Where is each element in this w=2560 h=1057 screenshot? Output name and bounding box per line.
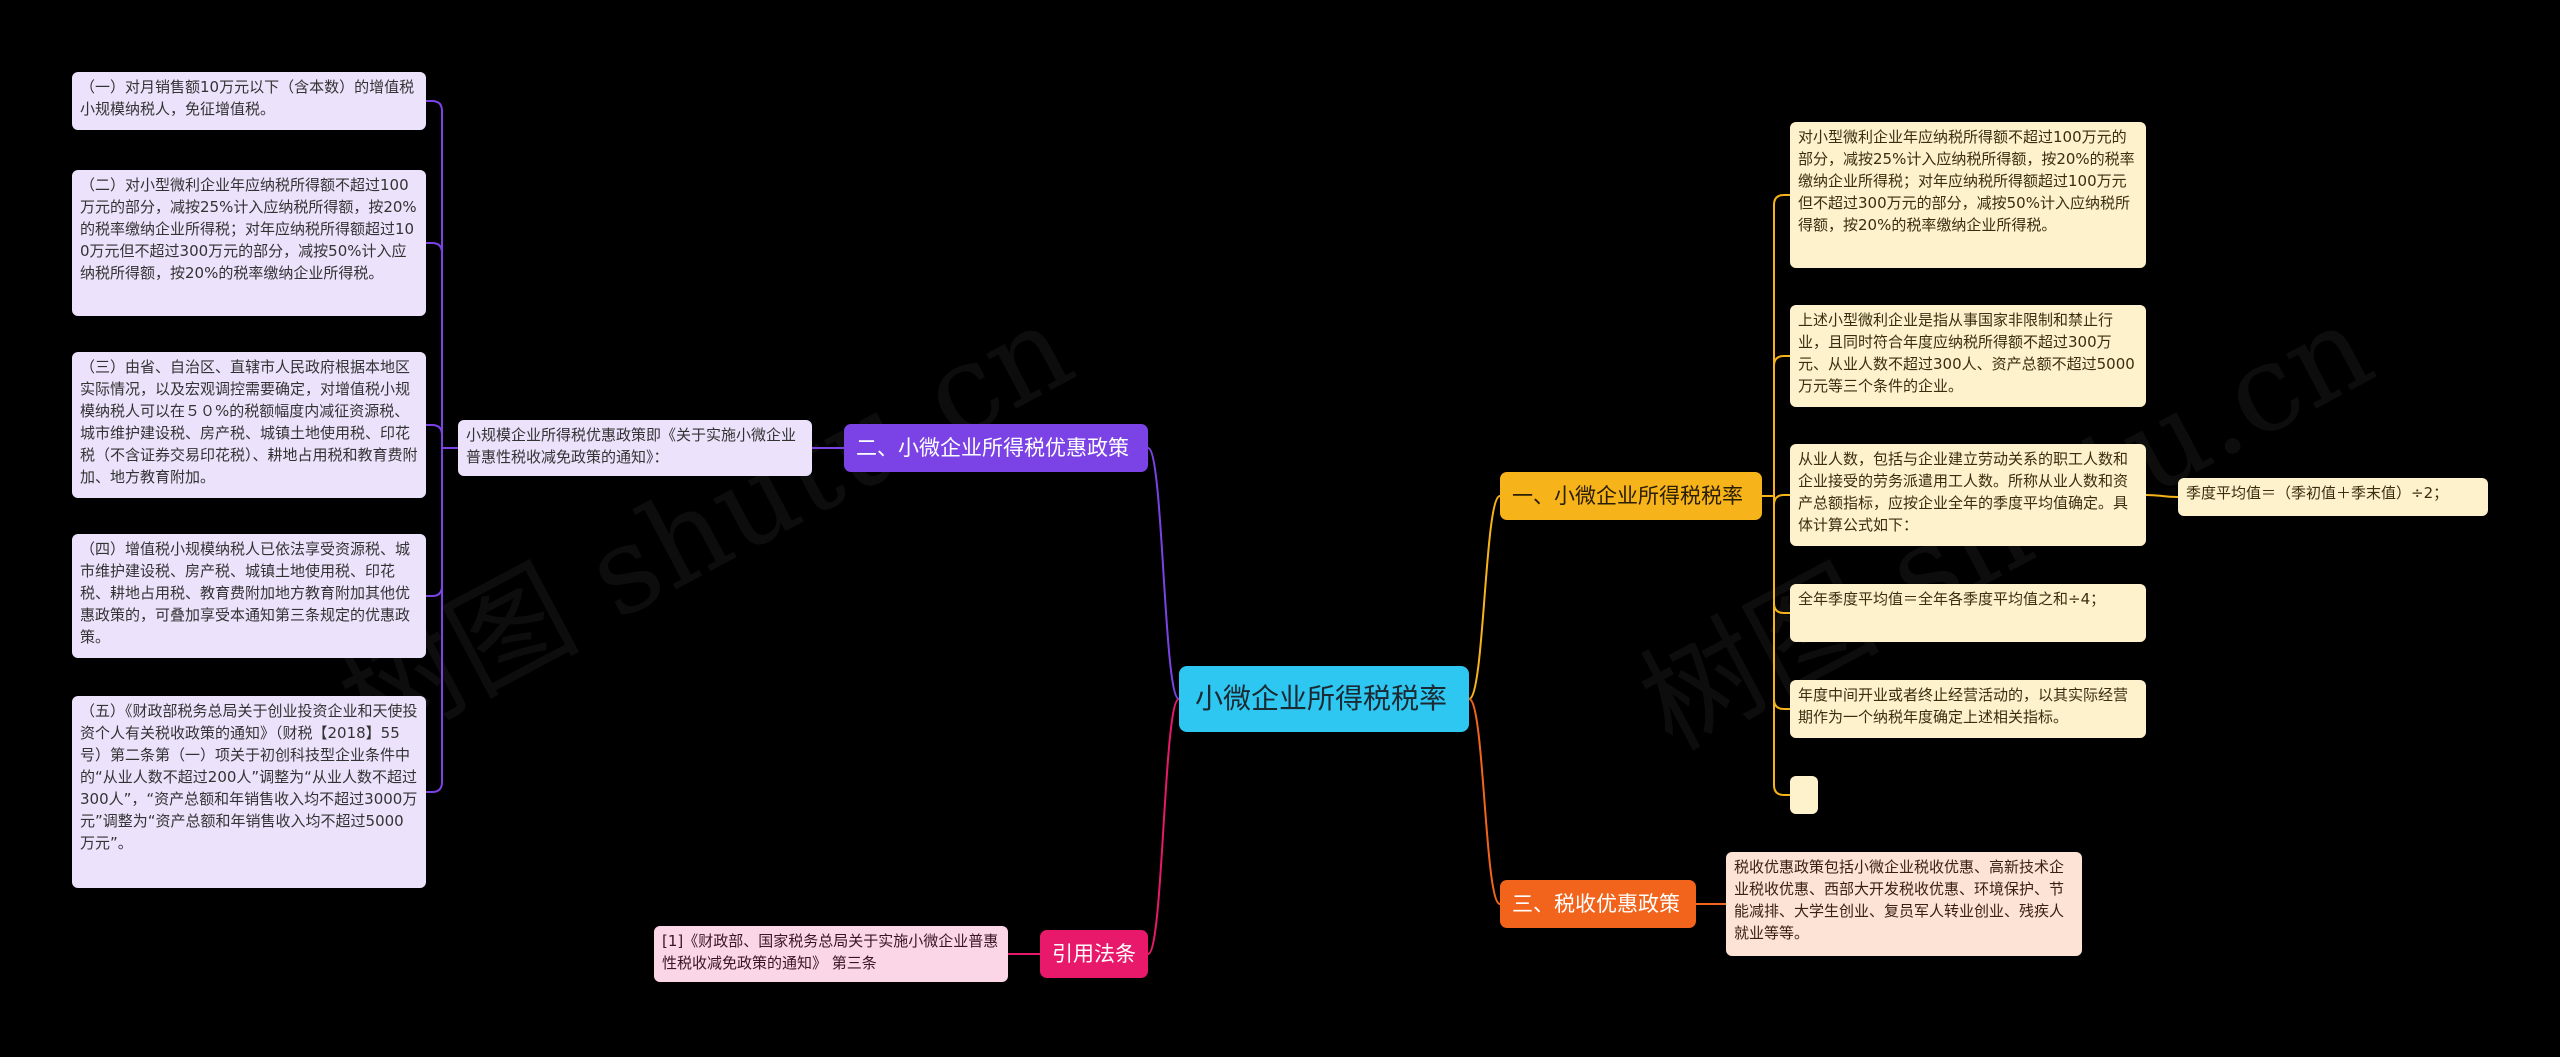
link-purple-leaf-4	[426, 448, 443, 597]
link-purple-leaf-5	[426, 448, 443, 793]
branch-orange-topic[interactable]: 三、税收优惠政策	[1500, 880, 1696, 928]
link-root-pink	[1147, 698, 1180, 955]
purple-leaf-3[interactable]: （三）由省、自治区、直辖市人民政府根据本地区实际情况，以及宏观调控需要确定，对增…	[72, 352, 426, 498]
link-yellow-leaf-1	[1773, 194, 1790, 496]
link-yellow-sub	[2145, 494, 2179, 498]
link-yellow-leaf-6	[1773, 496, 1790, 796]
purple-leaf-2[interactable]: （二）对小型微利企业年应纳税所得额不超过100万元的部分，减按25%计入应纳税所…	[72, 170, 426, 316]
link-root-orange	[1468, 698, 1501, 905]
link-yellow-leaf-4	[1773, 496, 1790, 614]
purple-leaf-5[interactable]: （五）《财政部税务总局关于创业投资企业和天使投资个人有关税收政策的通知》（财税【…	[72, 696, 426, 888]
link-yellow-leaf-3	[1773, 494, 1790, 506]
orange-leaf-1[interactable]: 税收优惠政策包括小微企业税收优惠、高新技术企业税收优惠、西部大开发税收优惠、环境…	[1726, 852, 2082, 956]
link-yellow-leaf-2	[1773, 355, 1790, 496]
yellow-leaf-3[interactable]: 从业人数，包括与企业建立劳动关系的职工人数和企业接受的劳务派遣用工人数。所称从业…	[1790, 444, 2146, 546]
link-yellow-leaf-5	[1773, 496, 1790, 710]
branch-pink-topic[interactable]: 引用法条	[1040, 930, 1148, 978]
link-purple-leaf-3	[426, 424, 443, 448]
root-topic[interactable]: 小微企业所得税税率	[1179, 666, 1469, 732]
pink-leaf-1[interactable]: [1]《财政部、国家税务总局关于实施小微企业普惠性税收减免政策的通知》 第三条	[654, 926, 1008, 982]
yellow-sub-leaf[interactable]: 季度平均值＝（季初值＋季末值）÷2；	[2178, 478, 2488, 516]
purple-leaf-1[interactable]: （一）对月销售额10万元以下（含本数）的增值税小规模纳税人，免征增值税。	[72, 72, 426, 130]
link-root-purple	[1147, 447, 1180, 700]
branch-purple-topic[interactable]: 二、小微企业所得税优惠政策	[844, 424, 1148, 472]
purple-intermediate-node[interactable]: 小规模企业所得税优惠政策即《关于实施小微企业普惠性税收减免政策的通知》：	[458, 420, 812, 476]
branch-yellow-topic[interactable]: 一、小微企业所得税税率	[1500, 472, 1762, 520]
yellow-leaf-4[interactable]: 全年季度平均值＝全年各季度平均值之和÷4；	[1790, 584, 2146, 642]
link-purple-leaf-1	[426, 100, 443, 448]
purple-leaf-4[interactable]: （四）增值税小规模纳税人已依法享受资源税、城市维护建设税、房产税、城镇土地使用税…	[72, 534, 426, 658]
yellow-leaf-2[interactable]: 上述小型微利企业是指从事国家非限制和禁止行业，且同时符合年度应纳税所得额不超过3…	[1790, 305, 2146, 407]
link-root-yellow	[1468, 495, 1501, 700]
yellow-leaf-empty[interactable]	[1790, 776, 1818, 814]
yellow-leaf-1[interactable]: 对小型微利企业年应纳税所得额不超过100万元的部分，减按25%计入应纳税所得额，…	[1790, 122, 2146, 268]
link-purple-leaf-2	[426, 242, 443, 448]
yellow-leaf-5[interactable]: 年度中间开业或者终止经营活动的，以其实际经营期作为一个纳税年度确定上述相关指标。	[1790, 680, 2146, 738]
